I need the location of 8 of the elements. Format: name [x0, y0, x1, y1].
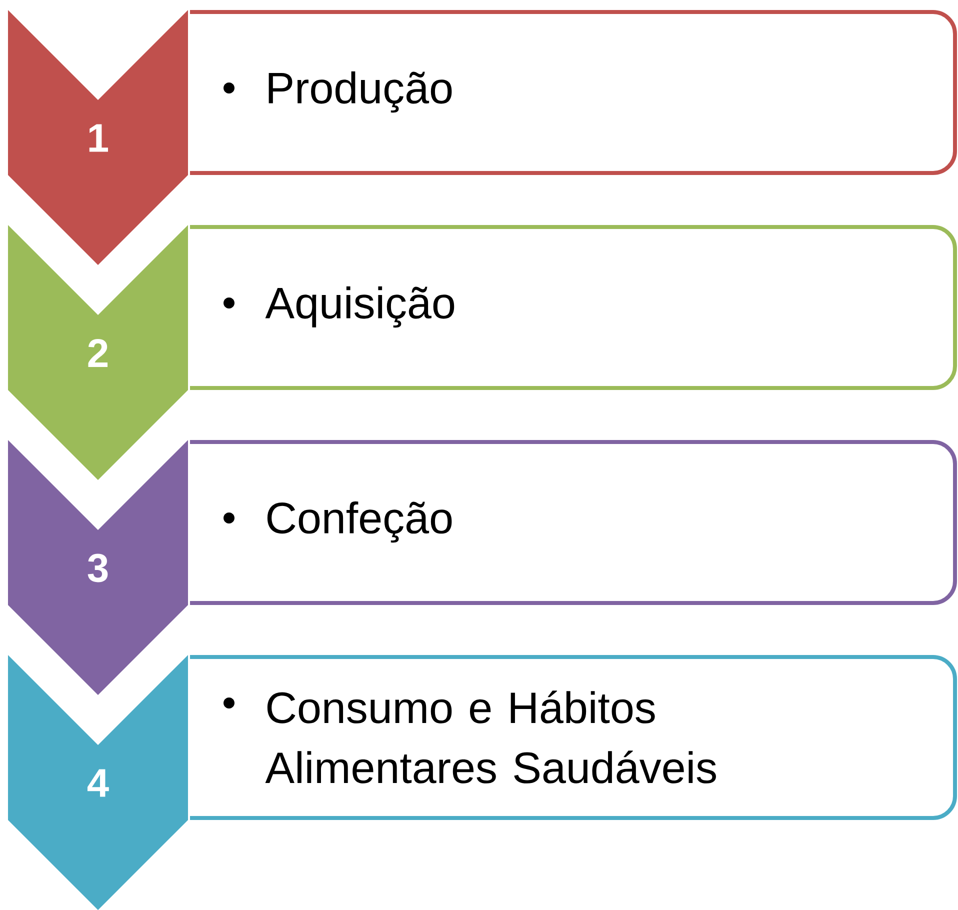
step-box: Consumo e Hábitos Alimentares Saudáveis [190, 655, 958, 820]
step-number-tab: 3 [8, 440, 188, 695]
step-number-tab: 2 [8, 225, 188, 480]
step-number-tab: 1 [8, 10, 188, 265]
step-box: Aquisição [190, 225, 958, 390]
step-box: Confeção [190, 440, 958, 605]
step-number-tab: 4 [8, 655, 188, 910]
step-box: Produção [190, 10, 958, 175]
